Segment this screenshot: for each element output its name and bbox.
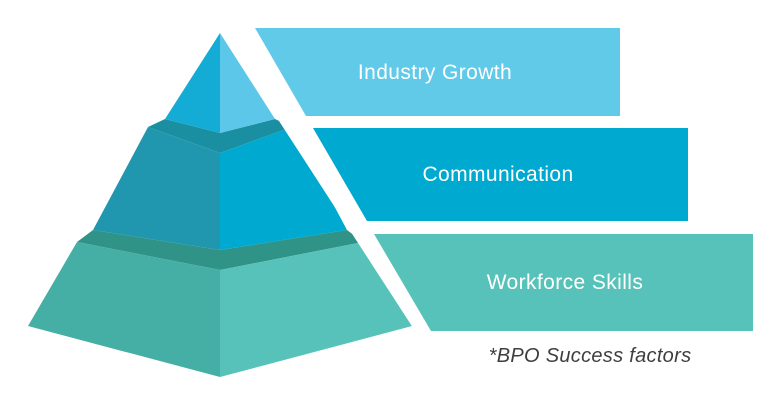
- pyramid-tier1-right-face: [220, 33, 275, 133]
- bar-label-communication: Communication: [422, 163, 573, 186]
- pyramid-tier2-left-face: [93, 127, 220, 250]
- pyramid-tier2-top-face: [148, 119, 292, 153]
- bar-industry-growth: [255, 28, 620, 116]
- bar-communication: [313, 128, 688, 221]
- pyramid: [28, 33, 412, 377]
- caption-text: *BPO Success factors: [489, 345, 692, 367]
- bar-label-industry-growth: Industry Growth: [358, 61, 512, 84]
- pyramid-tier3-left-face: [28, 242, 220, 377]
- pyramid-tier3-right-face: [220, 242, 412, 377]
- bar-label-workforce-skills: Workforce Skills: [487, 271, 644, 294]
- pyramid-tier2-right-face: [220, 127, 347, 250]
- pyramid-tier1-left-face: [165, 33, 220, 133]
- level-bars: Industry Growth Communication Workforce …: [255, 28, 753, 331]
- bar-workforce-skills: [374, 234, 753, 331]
